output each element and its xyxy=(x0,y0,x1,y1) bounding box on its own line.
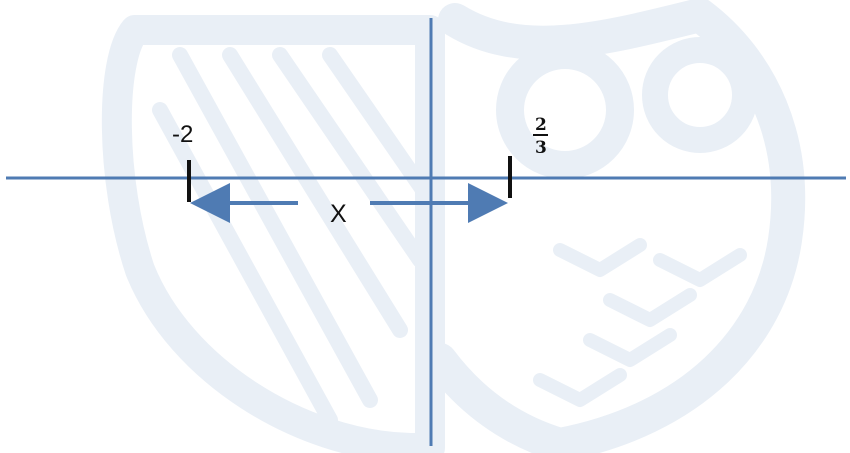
owl-logo-watermark xyxy=(101,0,806,453)
left-mark-label: -2 xyxy=(172,121,193,148)
fraction-denominator: 3 xyxy=(535,138,547,158)
right-mark-fraction-label: 2 3 xyxy=(533,115,548,158)
distance-label: X xyxy=(330,200,347,228)
fraction-numerator: 2 xyxy=(535,115,547,135)
